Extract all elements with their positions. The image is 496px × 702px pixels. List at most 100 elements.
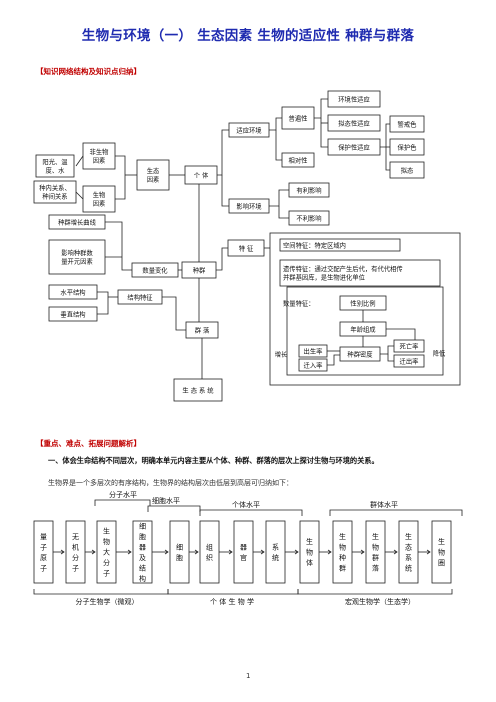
structure-feature-label: 结构特征 [127, 292, 153, 301]
level-box-char: 物 [372, 542, 379, 551]
page-number: 1 [246, 672, 251, 680]
influence-factors-label: 影响种群数 [61, 248, 93, 257]
features-label: 特 征 [239, 243, 254, 252]
level-box-char: 生 [103, 527, 110, 536]
emigration-rate-label: 迁出率 [400, 356, 419, 365]
level-box-char: 子 [40, 564, 47, 572]
sunlight-box [35, 154, 75, 178]
quantity-outline-box [286, 286, 444, 376]
level-bottom-bracket [297, 589, 453, 595]
increase-label: 增长 [275, 349, 288, 358]
level-arrowhead [91, 549, 96, 555]
connector-line [320, 118, 328, 148]
level-box [33, 520, 54, 584]
level-box-char: 大 [103, 548, 110, 557]
level-top-bracket [147, 505, 201, 512]
level-box [169, 520, 190, 584]
level-arrowhead [228, 549, 233, 555]
quantity-feature-label: 数量特征： [283, 298, 314, 307]
level-box-char: 生 [438, 537, 445, 546]
space-feature-label: 空间特征：特定区域内 [283, 240, 346, 249]
level-box-char: 机 [72, 542, 79, 551]
abiotic-factor-label: 因素 [93, 156, 106, 165]
ecosystem-box [173, 378, 223, 402]
vertical-structure-label: 垂直结构 [60, 309, 85, 318]
level-arrowhead [360, 549, 365, 555]
ecosystem-label: 生 态 系 统 [182, 385, 214, 394]
features-outline-box [269, 232, 461, 386]
connector-line [327, 354, 340, 366]
connector-line [380, 123, 390, 148]
level-box-char: 分 [103, 558, 110, 567]
space-feature-box [279, 238, 401, 252]
level-box-char: 器 [139, 543, 146, 551]
level-top-bracket [329, 509, 463, 516]
mimicry-label: 拟态 [401, 165, 414, 174]
sunlight-label: 阳光、温 [42, 157, 68, 166]
connector-line [275, 130, 282, 161]
level-bottom-label: 个 体 生 物 学 [210, 597, 254, 606]
level-box [265, 520, 286, 584]
level-box-char: 细 [176, 542, 183, 551]
level-box-char: 及 [139, 554, 146, 562]
level-top-label: 分子水平 [109, 490, 137, 499]
level-box-char: 量 [40, 533, 47, 541]
level-top-bracket [199, 509, 303, 516]
level-box-char: 群 [339, 563, 346, 572]
level-box-char: 结 [139, 563, 146, 572]
level-box [431, 520, 452, 584]
level-box-char: 态 [405, 542, 412, 551]
level-box-char: 群 [372, 553, 379, 562]
level-box-char: 物 [103, 537, 110, 546]
quantity-change-label: 数量变化 [142, 265, 168, 274]
death-rate-label: 死亡率 [400, 341, 419, 350]
level-box-char: 组 [206, 542, 213, 551]
level-box-char: 圈 [438, 559, 445, 567]
connector-line [385, 147, 390, 171]
level-box-char: 统 [272, 553, 279, 562]
population-label: 种群 [193, 265, 206, 274]
connector-line [278, 206, 289, 219]
level-box [233, 520, 254, 584]
connector-line [162, 296, 186, 331]
warning-color-label: 警戒色 [398, 119, 418, 128]
level-arrowhead [260, 549, 265, 555]
level-box-char: 原 [40, 554, 47, 562]
biotic-factor-label: 生物 [93, 190, 106, 199]
level-box-char: 落 [372, 563, 379, 572]
connector-line [269, 189, 289, 207]
level-box-char: 子 [40, 543, 47, 551]
eco-factor-label: 因素 [147, 175, 160, 184]
section-header-knowledge: 【知识网络结构及知识点归纳】 [36, 67, 141, 76]
level-arrowhead [327, 549, 332, 555]
genetic-feature-label: 遗传特征：通过交配产生后代，有代代相传 [283, 264, 403, 273]
level-box-char: 物 [438, 548, 445, 557]
level-box-char: 官 [240, 553, 247, 562]
interspecies-relation-label: 种内关系、 [39, 183, 70, 192]
universality-label: 普遍性 [289, 113, 308, 122]
level-arrowhead [164, 549, 169, 555]
connector-line [269, 117, 282, 131]
level-box-char: 系 [405, 553, 412, 562]
affect-environment-label: 影响环境 [236, 201, 261, 210]
level-box-char: 胞 [176, 553, 183, 562]
relativity-label: 相对性 [289, 155, 308, 164]
connector-line [75, 191, 84, 200]
population-density-label: 种群密度 [347, 349, 373, 358]
growth-curve-label: 种群增长曲线 [58, 217, 96, 226]
sex-ratio-label: 性别比例 [350, 298, 375, 307]
decrease-label: 降低 [433, 348, 446, 357]
genetic-feature-box [279, 259, 441, 287]
immigration-rate-label: 迁入率 [304, 360, 323, 369]
mimic-adapt-label: 拟态性适应 [338, 118, 370, 127]
level-box [365, 520, 386, 584]
level-top-label: 群体水平 [370, 500, 398, 509]
connector-line [216, 247, 228, 271]
level-box-char: 无 [72, 533, 79, 541]
level-arrowhead [60, 549, 65, 555]
level-box-char: 系 [272, 542, 279, 551]
level-box [199, 520, 220, 584]
abiotic-factor-label: 非生物 [90, 147, 109, 156]
level-box-char: 分 [72, 553, 79, 562]
